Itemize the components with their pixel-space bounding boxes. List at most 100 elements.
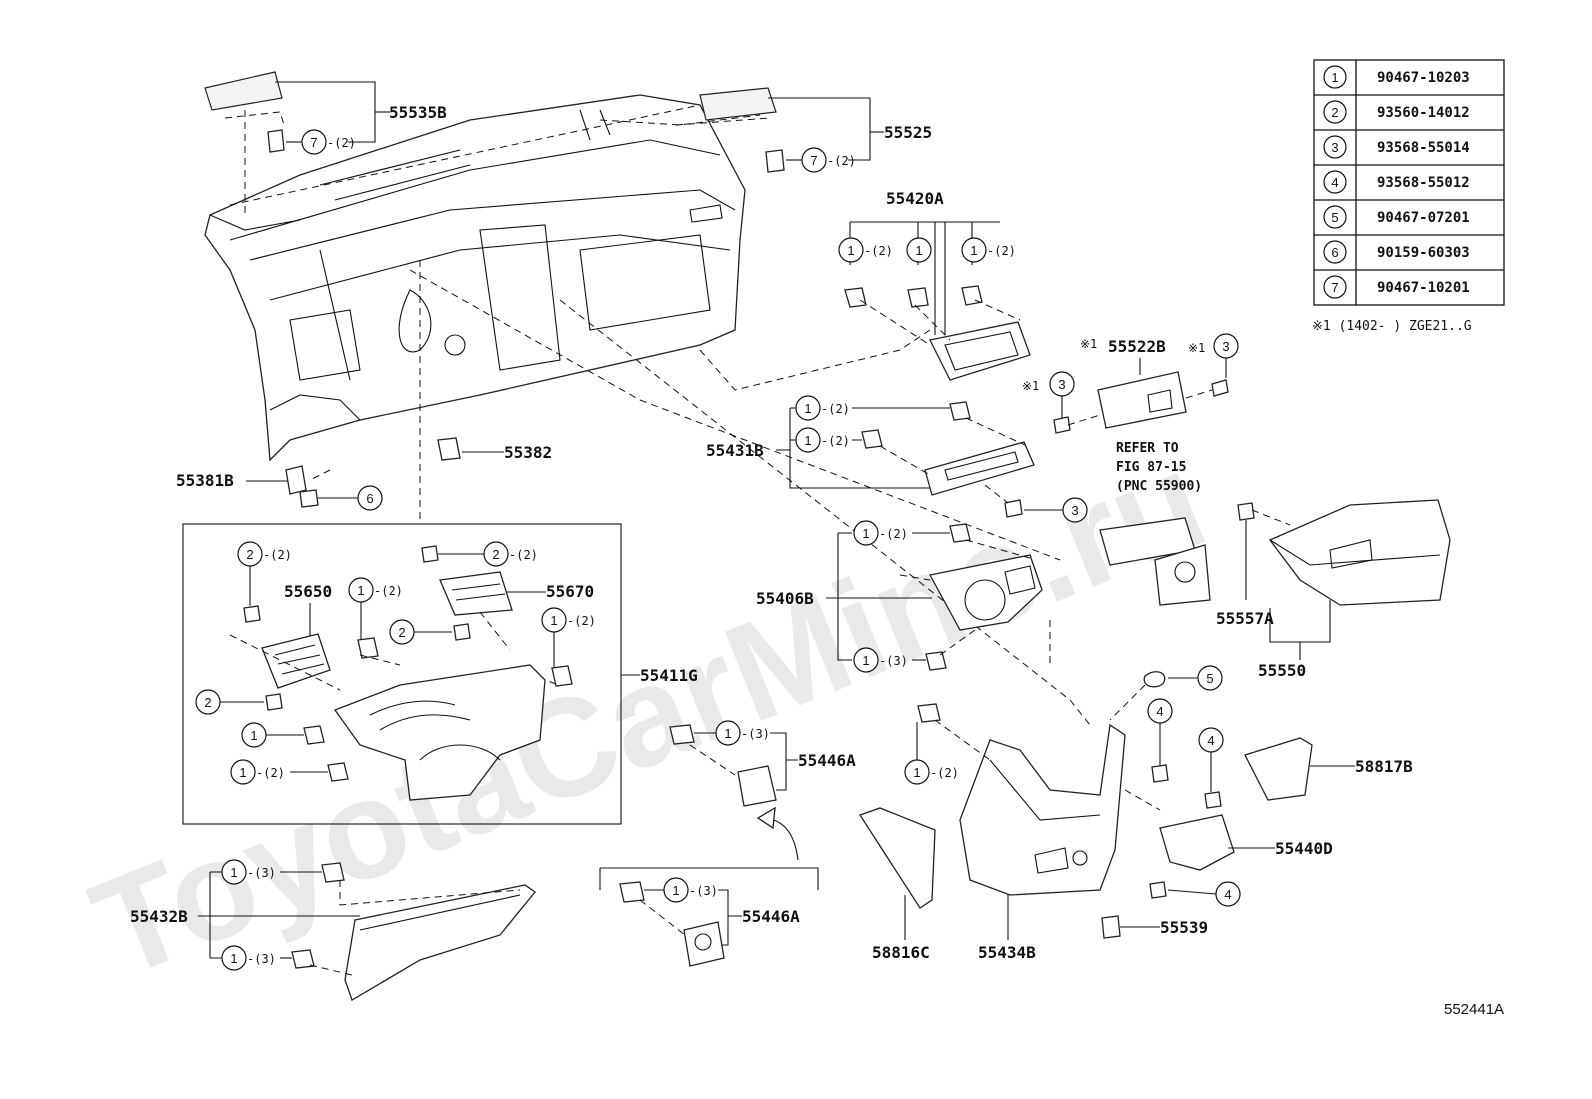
label-55420A: 55420A bbox=[886, 189, 944, 208]
clip-55431B-a[interactable] bbox=[949, 401, 971, 421]
svg-text:1: 1 bbox=[862, 653, 869, 668]
screw-3a[interactable] bbox=[1211, 379, 1229, 397]
part-55446A-clip-lower[interactable] bbox=[619, 881, 645, 903]
svg-text:-(3): -(3) bbox=[247, 952, 276, 966]
callout-c3b: 3 bbox=[1049, 371, 1075, 397]
label-55550: 55550 bbox=[1258, 661, 1306, 680]
callout-c1a: 1 -(2) bbox=[838, 237, 893, 263]
svg-text:3: 3 bbox=[1071, 503, 1078, 518]
part-55446A-cover-lower[interactable] bbox=[683, 921, 725, 967]
legend-footnote: ※1 (1402- ) ZGE21..G bbox=[1312, 319, 1472, 334]
part-55434B-console[interactable] bbox=[959, 723, 1126, 896]
svg-text:1: 1 bbox=[550, 613, 557, 628]
screw-4b[interactable] bbox=[1204, 791, 1222, 809]
part-55522B-display[interactable] bbox=[1097, 371, 1187, 429]
refer-note-line2: FIG 87-15 bbox=[1116, 460, 1186, 475]
screw-2c[interactable] bbox=[453, 623, 471, 641]
callout-c1o: 1 -(3) bbox=[221, 945, 276, 971]
part-55411G-cluster-panel[interactable] bbox=[333, 664, 546, 801]
clip-55406B-b[interactable] bbox=[925, 651, 947, 671]
svg-text:2: 2 bbox=[398, 625, 405, 640]
screw-4c[interactable] bbox=[1149, 881, 1167, 899]
label-55382: 55382 bbox=[504, 443, 552, 462]
subassembly-box-55411G bbox=[182, 523, 622, 825]
screw-3c[interactable] bbox=[1004, 499, 1023, 518]
screw-3b[interactable] bbox=[1053, 416, 1071, 434]
svg-text:6: 6 bbox=[1331, 245, 1338, 260]
part-55431B-panel[interactable] bbox=[924, 441, 1035, 496]
svg-text:1: 1 bbox=[804, 401, 811, 416]
refer-note-line3: (PNC 55900) bbox=[1116, 479, 1202, 494]
part-55525-cover[interactable] bbox=[699, 87, 777, 121]
callout-c1j: 1 -(2) bbox=[853, 520, 908, 546]
clip-55411G-d[interactable] bbox=[327, 762, 349, 782]
svg-text:-(2): -(2) bbox=[827, 154, 856, 168]
part-55446A-cover-upper[interactable] bbox=[737, 765, 777, 807]
screw-2a[interactable] bbox=[243, 605, 261, 623]
part-55446A-clip-upper[interactable] bbox=[669, 724, 695, 745]
part-55900-control-unit[interactable] bbox=[1099, 517, 1211, 606]
part-55381B-bracket[interactable] bbox=[285, 465, 307, 495]
bolt-6[interactable] bbox=[299, 489, 319, 508]
clip-55535B[interactable] bbox=[267, 129, 285, 153]
svg-text:1: 1 bbox=[230, 951, 237, 966]
part-55670-vent[interactable] bbox=[439, 571, 513, 616]
label-55440D: 55440D bbox=[1275, 839, 1333, 858]
callout-c1p: 1 -(3) bbox=[663, 877, 718, 903]
callout-c1i: 1 -(2) bbox=[230, 759, 285, 785]
label-55670: 55670 bbox=[546, 582, 594, 601]
part-58817B-side-panel[interactable] bbox=[1244, 737, 1313, 801]
clip-55411G-c[interactable] bbox=[303, 725, 325, 745]
svg-text:5: 5 bbox=[1331, 210, 1338, 225]
clip-55411G-b[interactable] bbox=[551, 665, 573, 687]
bolt-55557A[interactable] bbox=[1237, 502, 1255, 521]
part-55535B-cover[interactable] bbox=[204, 71, 283, 111]
svg-text:90467-07201: 90467-07201 bbox=[1377, 210, 1470, 226]
label-55446A-upper: 55446A bbox=[798, 751, 856, 770]
svg-text:2: 2 bbox=[246, 547, 253, 562]
part-55550-glovebox[interactable] bbox=[1268, 499, 1451, 606]
svg-text:90159-60303: 90159-60303 bbox=[1377, 245, 1470, 261]
svg-text:7: 7 bbox=[810, 153, 817, 168]
clip-55420A-a[interactable] bbox=[844, 287, 867, 308]
callout-c2a: 2 -(2) bbox=[237, 541, 292, 567]
part-55420A-bezel[interactable] bbox=[929, 321, 1031, 381]
part-55432B-under-cover[interactable] bbox=[344, 884, 536, 1001]
callout-c1e: 1 -(2) bbox=[795, 427, 850, 453]
clip-55411G-a[interactable] bbox=[357, 637, 379, 659]
clip-55432B-a[interactable] bbox=[321, 862, 345, 883]
clip-55525[interactable] bbox=[765, 149, 785, 173]
svg-text:5: 5 bbox=[1206, 671, 1213, 686]
star-s2: ※1 bbox=[1188, 341, 1205, 355]
svg-text:4: 4 bbox=[1331, 175, 1338, 190]
screw-2b[interactable] bbox=[421, 545, 439, 563]
svg-text:-(2): -(2) bbox=[879, 527, 908, 541]
callout-c1c: 1 -(2) bbox=[961, 237, 1016, 263]
label-55525: 55525 bbox=[884, 123, 932, 142]
svg-text:2: 2 bbox=[1331, 105, 1338, 120]
screw-2d[interactable] bbox=[265, 693, 283, 711]
clip-5[interactable] bbox=[1143, 671, 1166, 688]
svg-text:-(2): -(2) bbox=[509, 548, 538, 562]
clip-55420A-b[interactable] bbox=[907, 287, 929, 308]
svg-text:90467-10201: 90467-10201 bbox=[1377, 280, 1470, 296]
svg-text:4: 4 bbox=[1224, 887, 1231, 902]
svg-text:2: 2 bbox=[492, 547, 499, 562]
screw-4a[interactable] bbox=[1151, 764, 1169, 783]
part-58816C-side-panel[interactable] bbox=[859, 807, 936, 909]
clip-55434B[interactable] bbox=[917, 703, 941, 723]
svg-text:7: 7 bbox=[310, 135, 317, 150]
clip-55406B-a[interactable] bbox=[949, 523, 971, 543]
part-55440D-box[interactable] bbox=[1159, 814, 1235, 871]
svg-text:-(2): -(2) bbox=[374, 584, 403, 598]
clip-55431B-b[interactable] bbox=[861, 429, 883, 449]
instrument-panel[interactable] bbox=[204, 94, 746, 462]
part-55382-clip[interactable] bbox=[437, 437, 461, 461]
callout-c1d: 1 -(2) bbox=[795, 395, 850, 421]
part-55539-clip[interactable] bbox=[1101, 915, 1121, 939]
part-55406B-panel[interactable] bbox=[929, 554, 1043, 631]
clip-55420A-c[interactable] bbox=[961, 285, 983, 306]
